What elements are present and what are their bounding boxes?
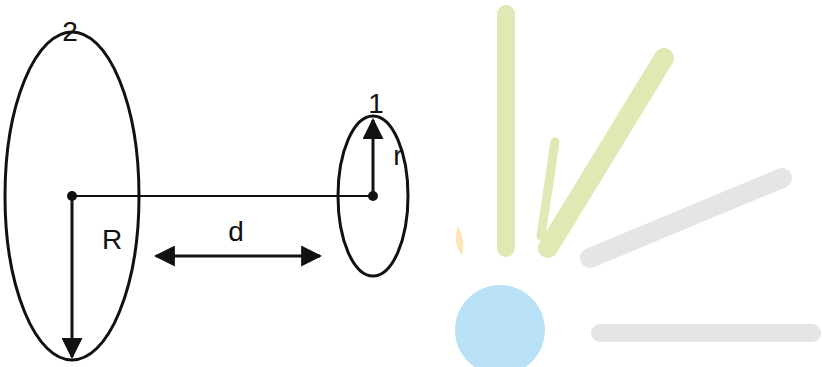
axis-line (72, 195, 373, 197)
ring-number: 2 (62, 18, 78, 46)
distance-label: d (228, 218, 244, 246)
radius-arrow (372, 120, 375, 196)
ring-number: 1 (368, 90, 384, 118)
radius-label: R (102, 226, 122, 254)
watermark (455, 14, 812, 367)
distance-arrow (156, 255, 320, 258)
radius-arrow (71, 196, 74, 357)
radius-label: r (393, 142, 402, 170)
